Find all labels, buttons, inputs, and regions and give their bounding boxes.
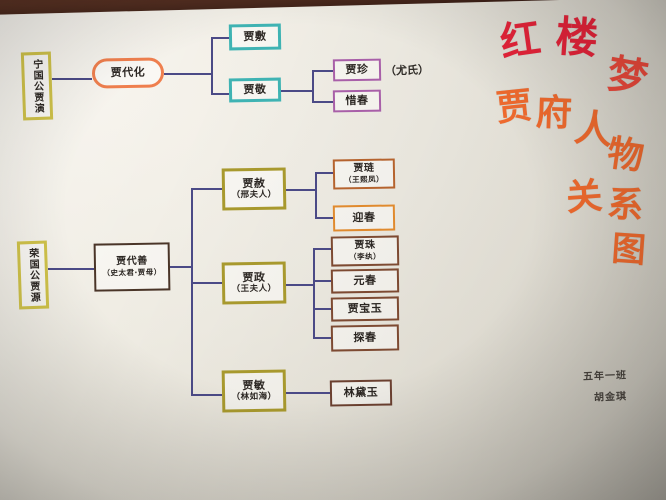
- connector-jiajing-split: [312, 70, 314, 102]
- title-char-lou: 楼: [554, 11, 600, 64]
- node-label: 贾代化: [110, 65, 146, 80]
- connector-to-jiazhu: [313, 248, 331, 250]
- node-spouse: （史太君·贾母）: [102, 267, 162, 278]
- node-label: 贾珠: [354, 240, 376, 252]
- spouse-label-youshi: （尤氏）: [384, 63, 430, 78]
- signature-name: 胡金琪: [593, 391, 628, 404]
- connector-rongroot-daishan: [48, 268, 94, 270]
- node-label: 贾代善: [116, 256, 148, 268]
- node-spouse: （邢夫人）: [231, 189, 277, 201]
- node-label: 林黛玉: [343, 385, 379, 400]
- connector-jiashe-out: [286, 189, 316, 191]
- node-label: 贾敬: [243, 83, 267, 97]
- node-label: 元春: [353, 274, 377, 288]
- node-spouse: （王夫人）: [231, 283, 277, 295]
- node-label: 贾琏: [353, 163, 375, 175]
- node-jia-daishan: 贾代善 （史太君·贾母）: [93, 242, 171, 292]
- connector-daihua-split: [211, 37, 213, 95]
- node-spouse: （王熙凤）: [344, 174, 385, 185]
- connector-to-jiajing: [211, 93, 229, 95]
- node-label: 贾宝玉: [347, 301, 383, 316]
- node-label: 贾政: [242, 271, 266, 285]
- node-jia-zhu: 贾珠 （李纨）: [330, 235, 400, 267]
- title-char-tu: 图: [610, 228, 648, 272]
- connector-jiashe-split: [315, 172, 317, 218]
- connector-to-jiashe: [191, 188, 222, 190]
- connector-to-jiazhen: [312, 70, 333, 72]
- title-char-fu: 府: [535, 92, 573, 135]
- node-label: 惜春: [345, 94, 369, 108]
- node-yuanchun: 元春: [330, 268, 400, 294]
- node-jia-baoyu: 贾宝玉: [330, 296, 400, 322]
- connector-daishan-out: [170, 266, 192, 268]
- connector-to-yuanchun: [313, 280, 331, 282]
- node-label: 探春: [353, 331, 377, 345]
- title-char-hong: 红: [497, 15, 544, 67]
- node-jia-jing: 贾敬: [228, 77, 282, 103]
- node-label: 贾赦: [242, 177, 266, 191]
- node-jia-fu: 贾敷: [228, 23, 282, 51]
- node-spouse: （李纨）: [349, 251, 382, 262]
- node-ronggonggong-jiayuan: 荣国公贾源: [16, 240, 50, 310]
- node-jia-she: 贾赦 （邢夫人）: [221, 167, 287, 211]
- node-jia-zhen: 贾珍: [332, 58, 382, 82]
- node-xichun: 惜春: [332, 89, 382, 113]
- node-jia-daihua: 贾代化: [91, 57, 165, 89]
- node-lin-daiyu: 林黛玉: [329, 379, 393, 407]
- node-tanchun: 探春: [330, 324, 400, 352]
- connector-to-jialian: [315, 172, 333, 174]
- node-jia-lian: 贾琏 （王熙凤）: [332, 158, 396, 190]
- node-label: 贾珍: [345, 63, 369, 77]
- node-jia-zheng: 贾政 （王夫人）: [221, 261, 287, 305]
- connector-to-jiamin: [191, 394, 222, 396]
- connector-to-jiafu: [211, 37, 229, 39]
- node-label: 迎春: [352, 211, 376, 225]
- connector-daishan-spine: [191, 188, 193, 396]
- connector-jiazheng-out: [286, 284, 314, 286]
- connector-to-jiazheng: [191, 282, 222, 284]
- node-label: 荣国公贾源: [26, 247, 40, 303]
- connector-to-yingchun: [315, 217, 333, 219]
- signature-class: 五年一班: [582, 370, 628, 383]
- title-char-meng: 梦: [603, 50, 651, 104]
- node-yingchun: 迎春: [332, 204, 396, 232]
- node-label: 贾敷: [243, 30, 267, 44]
- title-char-jia: 贾: [494, 85, 535, 130]
- connector-to-baoyu: [313, 308, 331, 310]
- title-char-guan: 关: [564, 175, 604, 220]
- node-label: 宁国公贾演: [30, 58, 44, 114]
- connector-ningroot-daihua: [52, 78, 92, 80]
- node-spouse: （林如海）: [231, 391, 277, 403]
- title-char-wu: 物: [604, 132, 647, 179]
- node-label: 贾敏: [242, 379, 266, 393]
- connector-to-tanchun: [313, 337, 331, 339]
- connector-jiazheng-split: [313, 248, 315, 338]
- connector-to-xichun: [312, 101, 333, 103]
- connector-daihua-out: [164, 73, 212, 75]
- connector-jiamin-daiyu: [286, 392, 330, 394]
- node-jia-min: 贾敏 （林如海）: [221, 369, 287, 413]
- node-ninggonggong-jiayan: 宁国公贾演: [20, 51, 54, 121]
- connector-jiajing-out: [281, 90, 313, 92]
